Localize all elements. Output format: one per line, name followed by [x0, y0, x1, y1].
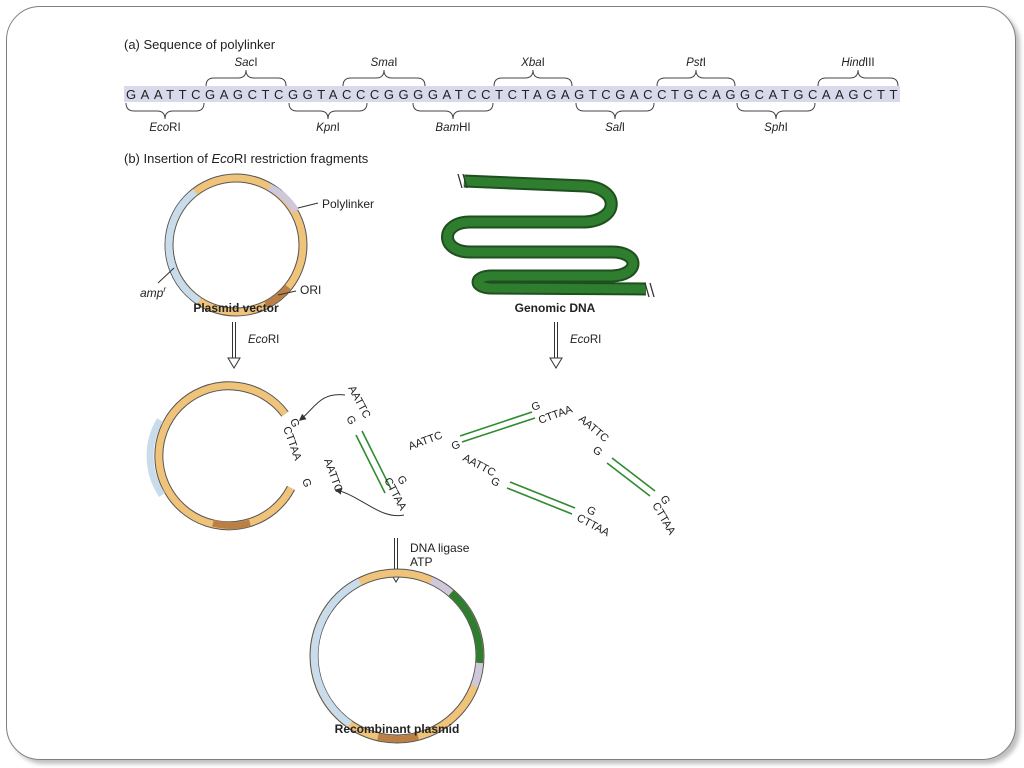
fragment-2-g-right: G: [530, 400, 542, 414]
ecori-arrow-right: [549, 322, 563, 369]
plasmid-vector-label: Plasmid vector: [193, 301, 279, 315]
cut-plasmid: [146, 381, 295, 531]
enzyme-salI: SalI: [605, 122, 625, 134]
enzyme-xbaI: XbaI: [520, 57, 545, 69]
fragment-3: [506, 481, 576, 515]
polylinker-sequence: GAATTCGAGCTCGGTACCCGGGGATCCTCTAGAGTCGACC…: [126, 87, 898, 102]
enzyme-ecoRI: EcoRI: [149, 122, 180, 134]
ori-label: ORI: [300, 283, 321, 297]
top-braces: [205, 69, 899, 87]
polylinker-label: Polylinker: [322, 197, 374, 211]
ori-leader: [277, 290, 297, 296]
fragment-4-cttaa: CTTAA: [649, 501, 677, 538]
enzyme-sacI: SacI: [234, 57, 257, 69]
insertion-arrow-top: [298, 394, 346, 421]
ecori-arrow-left: [227, 322, 241, 369]
amp-label: ampr: [140, 285, 166, 300]
plasmid-vector-ring: [164, 173, 308, 317]
sequence-highlight: [124, 86, 900, 102]
ligase-label: DNA ligase: [410, 541, 470, 555]
amp-leader: [157, 267, 175, 284]
polylinker-leader: [297, 202, 319, 209]
section-b-title: (b) Insertion of EcoRI restriction fragm…: [124, 151, 369, 166]
cut-plasmid-aattc-bottom: AATTC: [321, 457, 344, 494]
genomic-dna-label: Genomic DNA: [515, 301, 596, 315]
fragment-2-g-left: G: [450, 439, 462, 453]
bottom-braces: [125, 102, 816, 120]
fragment-4-g-top: G: [590, 444, 604, 459]
cut-plasmid-g-bottom: G: [299, 477, 313, 489]
fragment-3-aattc: AATTC: [461, 452, 498, 479]
fragment-1: [355, 430, 392, 494]
recombinant-plasmid-ring: [309, 568, 485, 744]
fragment-4: [606, 457, 656, 497]
recombinant-plasmid-label: Recombinant plasmid: [335, 722, 460, 736]
fragment-2-aattc: AATTC: [407, 429, 444, 452]
insertion-arrow-bottom: [334, 487, 405, 517]
cut-plasmid-cttaa-top: CTTAA: [280, 425, 304, 463]
ecori-label-right: EcoRI: [570, 334, 601, 346]
slide-frame: [6, 6, 1016, 760]
fragment-2: [459, 411, 536, 443]
fragment-4-aattc: AATTC: [576, 413, 611, 445]
cut-plasmid-g-top: G: [287, 417, 301, 429]
enzyme-pstI: PstI: [686, 57, 706, 69]
enzyme-bamHI: BamHI: [435, 122, 470, 134]
enzyme-kpnI: KpnI: [316, 122, 340, 134]
enzyme-hindIII: HindIII: [841, 57, 874, 69]
genomic-dna-coil: [441, 173, 655, 298]
enzyme-smaI: SmaI: [371, 57, 398, 69]
atp-label: ATP: [410, 555, 432, 569]
fragment-1-aattc: AATTC: [345, 384, 372, 421]
fragment-1-g-top: G: [343, 414, 358, 427]
fragment-2-cttaa: CTTAA: [537, 403, 575, 427]
enzyme-sphI: SphI: [764, 122, 788, 134]
section-a-title: (a) Sequence of polylinker: [124, 37, 276, 52]
ecori-label-left: EcoRI: [248, 334, 279, 346]
